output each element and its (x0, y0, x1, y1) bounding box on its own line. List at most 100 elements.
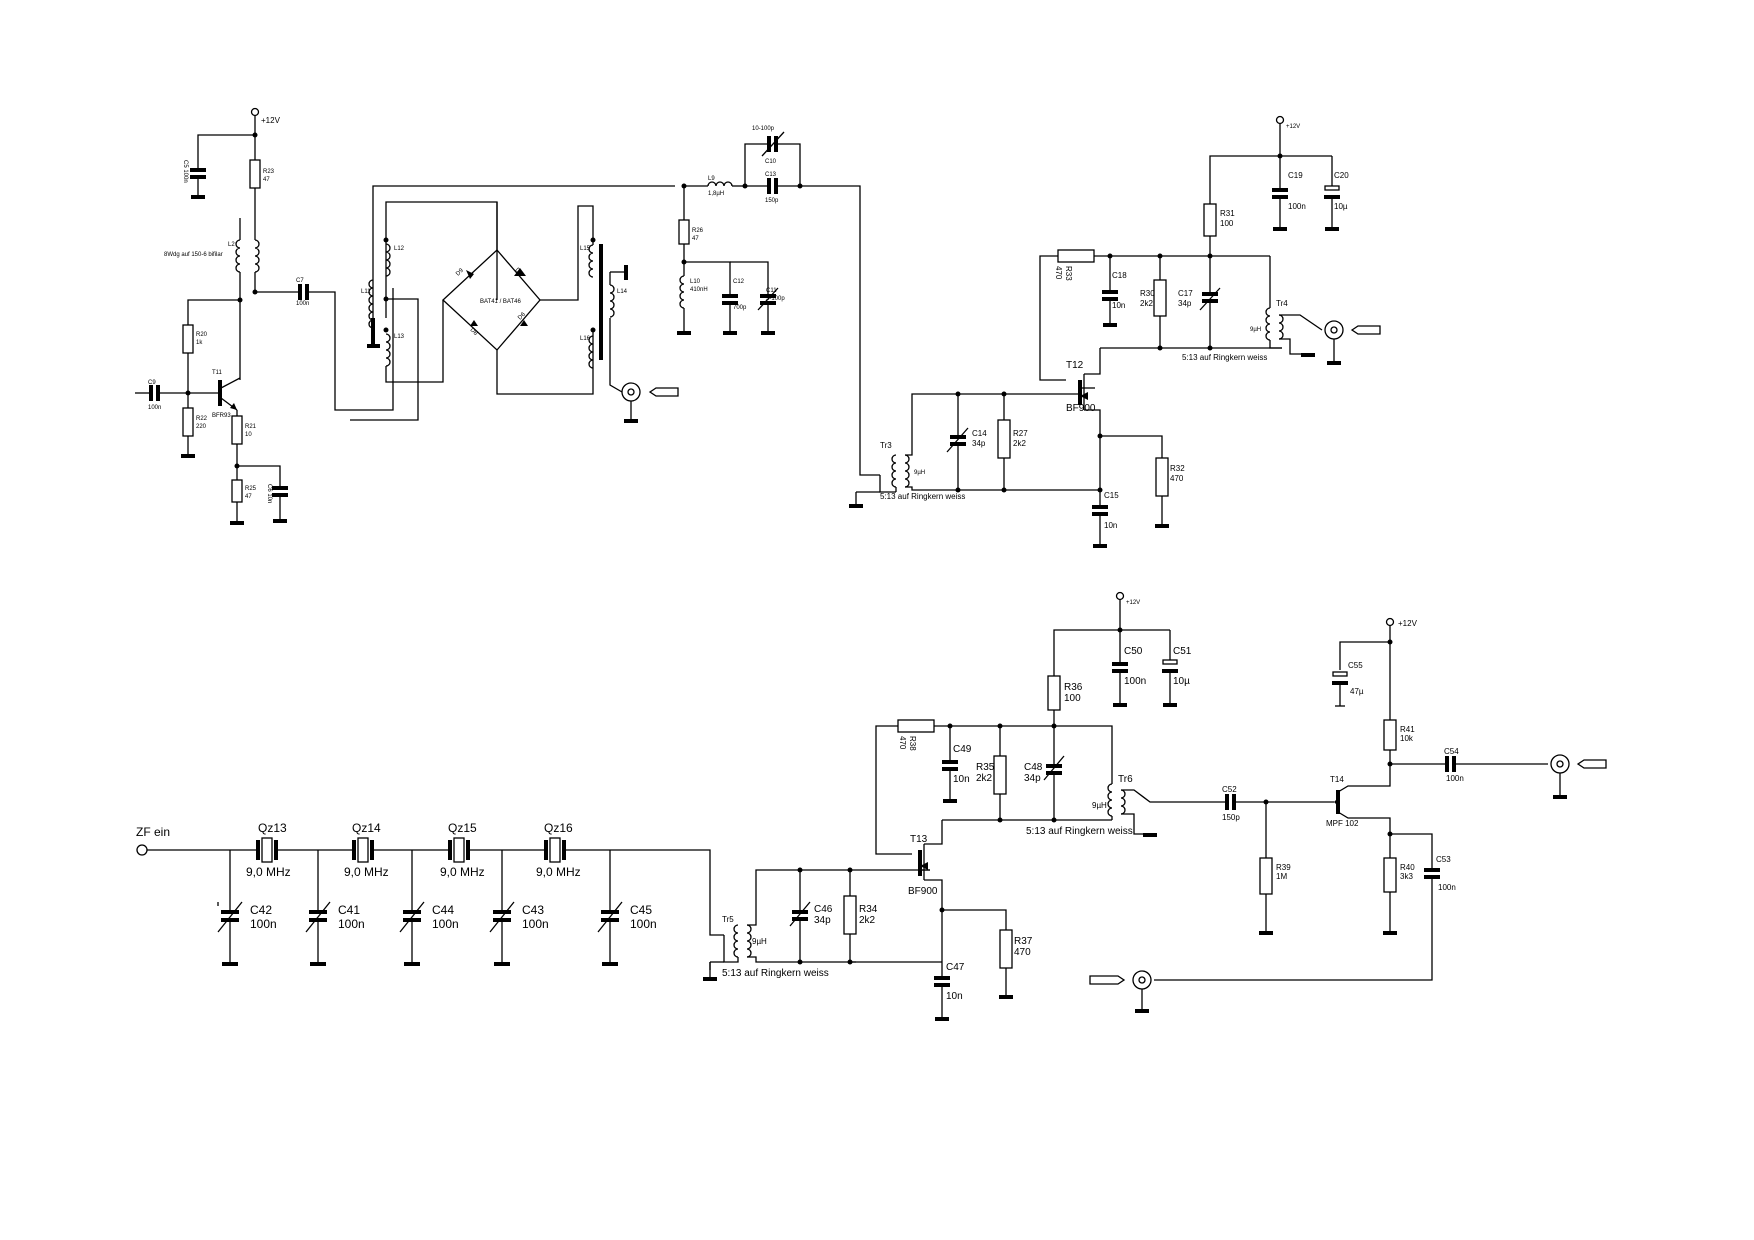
port-arrow (648, 387, 679, 397)
svg-text:410nH: 410nH (690, 287, 708, 293)
resistor-r33 (1057, 249, 1095, 263)
svg-text:R33: R33 (1064, 266, 1073, 281)
svg-text:L16: L16 (580, 336, 591, 342)
svg-text:C6 10n: C6 10n (266, 484, 272, 503)
svg-text:C12: C12 (733, 279, 745, 285)
svg-text:C10: C10 (765, 159, 777, 165)
svg-text:47µ: 47µ (1350, 687, 1364, 696)
svg-text:100n: 100n (432, 917, 459, 931)
svg-text:Tr6: Tr6 (1118, 774, 1133, 785)
stage-ring-mixer: L11 L12 L13 D9 D7 D8 D6 BAT41 / BAT46 L1… (350, 185, 679, 423)
resistor-r41 (1383, 719, 1397, 751)
svg-text:T13: T13 (910, 834, 928, 845)
input-label-zf: ZF ein (136, 825, 170, 839)
svg-text:R36: R36 (1064, 682, 1083, 693)
trimmer-c44: C44 100n (399, 850, 459, 966)
coil-l2a (254, 239, 260, 273)
tr3-note: 5:13 auf Ringkern weiss (880, 492, 965, 501)
svg-text:100: 100 (1220, 219, 1234, 228)
resistor-r31 (1203, 203, 1217, 237)
svg-text:C48: C48 (1024, 762, 1043, 773)
svg-text:470: 470 (898, 736, 907, 750)
l2-note: 8Wdg auf 150-6 bifilar (164, 252, 223, 258)
svg-text:9,0 MHz: 9,0 MHz (246, 865, 291, 879)
resistor-r34 (843, 895, 857, 935)
svg-text:C41: C41 (338, 903, 360, 917)
svg-text:Qz13: Qz13 (258, 821, 287, 835)
svg-text:9,0 MHz: 9,0 MHz (440, 865, 485, 879)
svg-text:Qz14: Qz14 (352, 821, 381, 835)
svg-text:100n: 100n (1124, 676, 1146, 687)
svg-text:L9: L9 (708, 176, 715, 182)
svg-text:10n: 10n (953, 774, 970, 785)
svg-text:C50: C50 (1124, 646, 1143, 657)
svg-text:C43: C43 (522, 903, 544, 917)
resistor-r23 (249, 159, 261, 189)
svg-text:10k: 10k (1400, 734, 1414, 743)
svg-text:C20: C20 (1334, 171, 1349, 180)
svg-text:470: 470 (1170, 474, 1184, 483)
svg-text:C51: C51 (1173, 646, 1192, 657)
coil-l16 (588, 335, 594, 369)
trimmer-c41: C41 100n (305, 850, 365, 966)
svg-text:10n: 10n (946, 991, 963, 1002)
svg-text:Qz15: Qz15 (448, 821, 477, 835)
trimmer-c42: C42 100n (217, 850, 277, 966)
crystal-qz16: Qz16 9,0 MHz (536, 821, 581, 879)
resistor-r37 (999, 929, 1013, 969)
svg-text:R26: R26 (692, 228, 704, 234)
resistor-r26 (678, 219, 690, 245)
svg-text:C52: C52 (1222, 785, 1237, 794)
svg-text:10-100p: 10-100p (752, 126, 775, 132)
svg-text:C44: C44 (432, 903, 454, 917)
svg-text:9µH: 9µH (752, 937, 767, 946)
svg-text:Tr4: Tr4 (1276, 299, 1288, 308)
input-terminal-zf[interactable] (136, 844, 148, 856)
svg-text:+12V: +12V (1398, 619, 1418, 628)
svg-text:5-100p: 5-100p (766, 296, 785, 302)
resistor-r25 (231, 479, 243, 503)
svg-text:C19: C19 (1288, 171, 1303, 180)
crystal-qz14: Qz14 9,0 MHz (344, 821, 389, 879)
svg-text:L11: L11 (361, 289, 371, 295)
transformer-tr4 (1265, 307, 1271, 341)
tr6-note: 5:13 auf Ringkern weiss (1026, 826, 1133, 837)
resistor-r40 (1383, 857, 1397, 893)
svg-text:R31: R31 (1220, 209, 1235, 218)
svg-text:100: 100 (1064, 693, 1081, 704)
svg-text:C17: C17 (1178, 289, 1193, 298)
svg-text:L14: L14 (617, 289, 628, 295)
svg-text:100n: 100n (1438, 883, 1456, 892)
svg-text:3k3: 3k3 (1400, 872, 1413, 881)
svg-text:C15: C15 (1104, 491, 1119, 500)
resistor-r30 (1153, 279, 1167, 317)
svg-text:2k2: 2k2 (1140, 299, 1153, 308)
coax-connector-bottom (1132, 970, 1152, 990)
svg-text:1,8µH: 1,8µH (708, 191, 724, 197)
svg-text:C13: C13 (765, 172, 777, 178)
svg-text:C11: C11 (766, 288, 777, 294)
svg-text:D6: D6 (517, 311, 527, 321)
svg-text:R27: R27 (1013, 429, 1028, 438)
svg-text:+12V: +12V (1286, 124, 1300, 130)
svg-text:470: 470 (1014, 947, 1031, 958)
svg-text:10n: 10n (1112, 301, 1125, 310)
svg-text:C49: C49 (953, 744, 972, 755)
supply-label: +12V (261, 116, 281, 125)
svg-text:R41: R41 (1400, 725, 1415, 734)
svg-text:C47: C47 (946, 962, 965, 973)
svg-text:L2: L2 (228, 242, 235, 248)
svg-text:9,0 MHz: 9,0 MHz (536, 865, 581, 879)
svg-text:470: 470 (1054, 266, 1063, 280)
svg-text:9µH: 9µH (1092, 801, 1107, 810)
svg-text:L12: L12 (394, 246, 405, 252)
svg-text:R35: R35 (976, 762, 995, 773)
crystal-qz15: Qz15 9,0 MHz (440, 821, 485, 879)
svg-text:150p: 150p (765, 198, 779, 204)
resistor-r36 (1047, 675, 1061, 711)
transformer-tr3 (891, 454, 897, 488)
crystal-qz13: Qz13 9,0 MHz (246, 821, 291, 879)
svg-text:9,0 MHz: 9,0 MHz (344, 865, 389, 879)
svg-text:R23: R23 (263, 169, 275, 175)
